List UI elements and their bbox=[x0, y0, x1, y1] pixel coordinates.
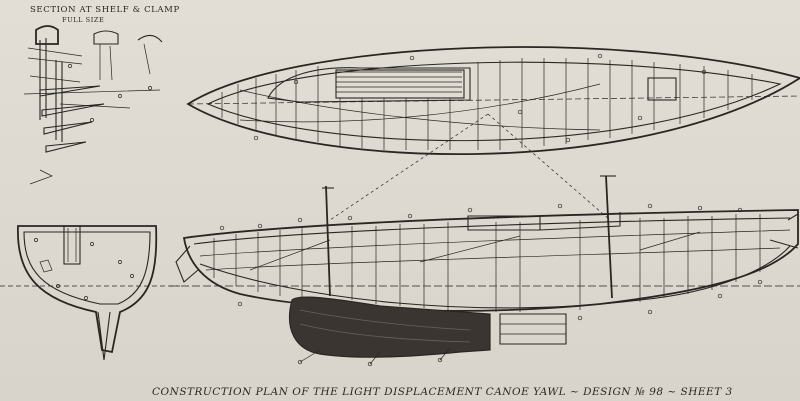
section-scale-label: FULL SIZE bbox=[62, 16, 104, 24]
shelf-clamp-section-detail: SECTION AT SHELF & CLAMP FULL SIZE bbox=[23, 5, 180, 185]
profile-elevation-view bbox=[170, 175, 800, 367]
ballast-keel bbox=[288, 296, 491, 358]
deck-plan-view bbox=[186, 46, 800, 221]
midship-section-view bbox=[0, 225, 180, 361]
section-title: SECTION AT SHELF & CLAMP bbox=[30, 5, 180, 15]
drawing-caption: CONSTRUCTION PLAN OF THE LIGHT DISPLACEM… bbox=[152, 386, 733, 398]
